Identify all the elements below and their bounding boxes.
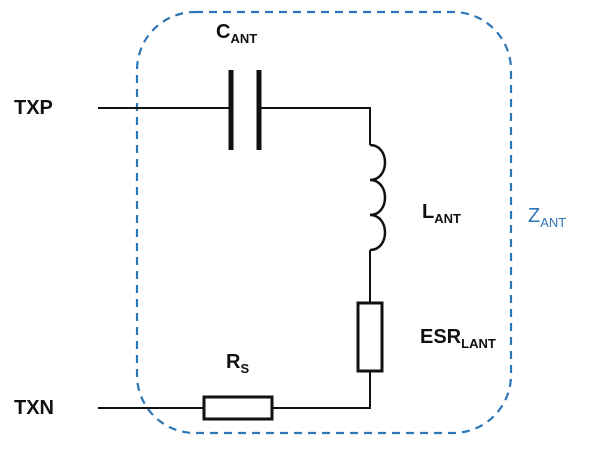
esr-label-sub: LANT [461,336,496,351]
esr-resistor [356,301,384,373]
txp-label: TXP [14,97,53,119]
inductor-coil [369,143,387,252]
top-right-wire [259,107,371,145]
rs-resistor [202,395,274,421]
esr-label: ESRLANT [420,327,496,350]
rs-label-sub: S [240,361,250,376]
impedance-label-main: Z [528,205,541,227]
inductor-label: LANT [422,202,461,225]
esr-label-main: ESR [420,326,462,348]
capacitor-label: CANT [216,22,257,45]
impedance-label-sub: ANT [540,215,567,230]
capacitor-label-sub: ANT [230,31,258,46]
inductor-label-main: L [422,201,435,223]
antenna-boundary [135,10,513,435]
rs-label: RS [226,352,249,375]
impedance-label: ZANT [528,206,566,229]
bottom-right-wire [272,371,371,409]
inductor-label-sub: ANT [434,211,461,226]
rs-label-main: R [226,351,241,373]
capacitor-label-main: C [216,21,231,43]
txn-label: TXN [14,397,54,419]
